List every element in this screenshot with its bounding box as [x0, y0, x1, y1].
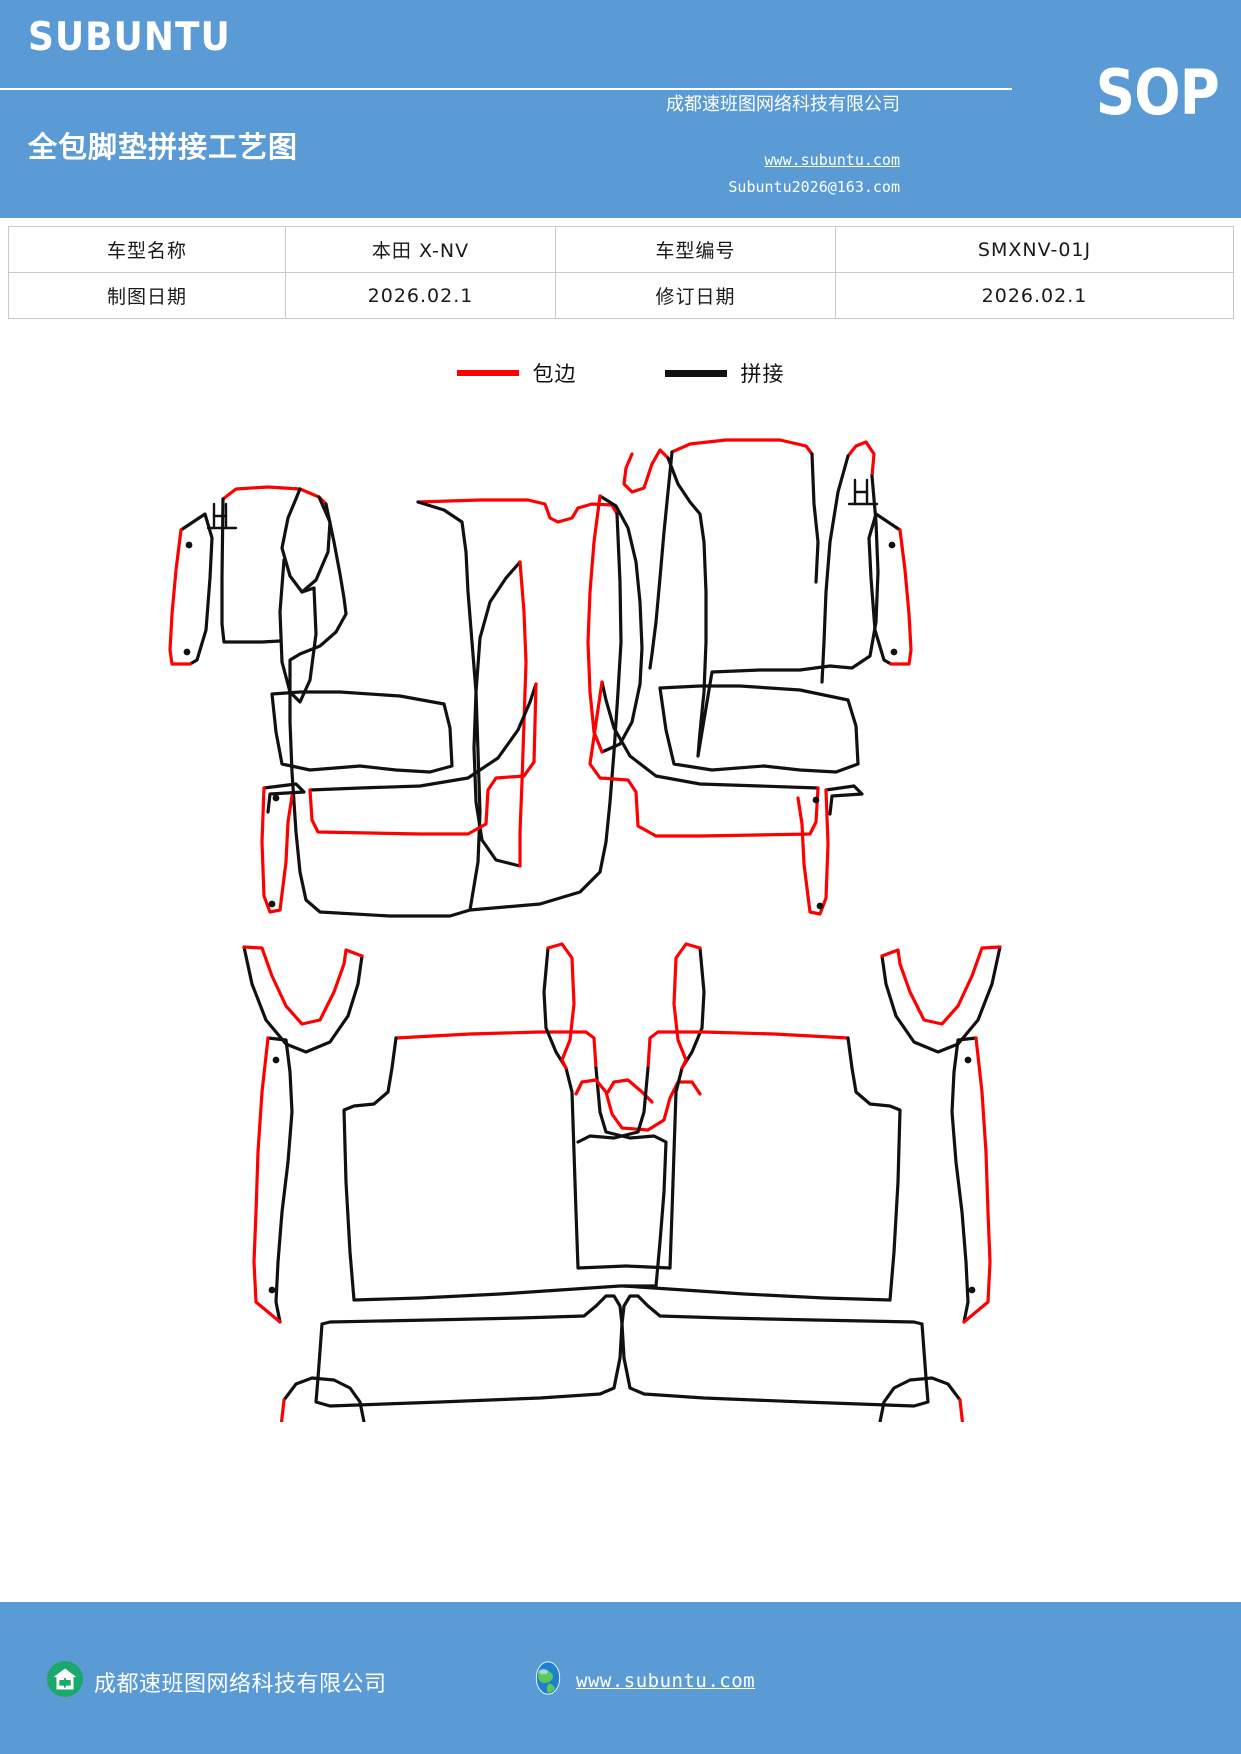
eyelet-hole — [968, 1286, 976, 1294]
vehicle-info-table: 车型名称 本田 X-NV 车型编号 SMXNV-01J 制图日期 2026.02… — [8, 226, 1234, 319]
sop-badge: SOP — [1095, 56, 1220, 129]
part-rear-right-arch-black — [880, 945, 1002, 1054]
part-right-bottom-bracket-red — [588, 680, 830, 916]
footer-company-block: 成都速班图网络科技有限公司 — [46, 1660, 387, 1703]
part-rear-left-side-red — [252, 1036, 282, 1324]
part-right-mid-vertical-red — [586, 494, 604, 754]
part-right-front-main-red — [622, 438, 876, 494]
eyelet-hole — [272, 794, 280, 802]
part-right-sill-strip-red — [889, 528, 913, 666]
part-left-bottom-bracket-black — [262, 682, 538, 814]
part-bottom-left-flap-black — [282, 1376, 366, 1422]
footer-website-block[interactable]: www.subuntu.com — [530, 1660, 755, 1701]
header-divider — [0, 88, 1012, 90]
part-center-tunnel-left-black — [542, 946, 628, 1270]
part-rear-right-arch-red — [880, 945, 1002, 1026]
eyelet-hole — [890, 648, 898, 656]
cell-revision-date-label: 修订日期 — [555, 272, 836, 319]
eyelet-hole — [185, 541, 193, 549]
part-right-bottom-bracket-black — [600, 680, 864, 816]
table-row: 车型名称 本田 X-NV 车型编号 SMXNV-01J — [8, 226, 1234, 273]
part-right-lower-band-black — [658, 684, 860, 774]
eyelet-hole — [183, 648, 191, 656]
part-left-mid-vertical-black — [472, 560, 522, 868]
part-center-tunnel-right-black — [624, 946, 706, 1270]
eyelet-hole — [268, 900, 276, 908]
part-rear-right-side-red — [962, 1036, 992, 1324]
part-rear-left-arch-red — [242, 945, 364, 1026]
legend-item-binding: 包边 — [456, 358, 577, 388]
eyelet-hole — [816, 902, 824, 910]
cell-model-name-value: 本田 X-NV — [285, 226, 556, 273]
part-left-sill-strip-black — [179, 512, 214, 666]
part-left-pedal-cutout-inner — [278, 558, 318, 704]
part-left-sill-strip-red — [168, 528, 192, 666]
part-left-pedal-cutout-outer — [280, 487, 332, 594]
black-line-icon — [664, 369, 727, 377]
part-bottom-left-flap-red — [279, 1398, 286, 1422]
page-footer: 成都速班图网络科技有限公司 www.subuntu.com — [0, 1602, 1241, 1754]
part-left-bottom-bracket-red — [260, 682, 538, 914]
red-line-icon — [456, 370, 519, 376]
cell-model-name-label: 车型名称 — [8, 226, 286, 273]
part-left-mid-vertical-red — [518, 560, 528, 868]
drawing-parts-group — [168, 438, 1002, 1422]
footer-company-name: 成都速班图网络科技有限公司 — [94, 1671, 387, 1697]
cell-revision-date-value: 2026.02.1 — [835, 272, 1234, 319]
page-header: SUBUNTU 全包脚垫拼接工艺图 成都速班图网络科技有限公司 www.subu… — [0, 0, 1241, 218]
stop-marker-right — [847, 478, 879, 506]
eyelet-hole — [888, 541, 896, 549]
eyelet-hole — [964, 1056, 972, 1064]
header-website-link[interactable]: www.subuntu.com — [764, 151, 900, 169]
part-right-mid-vertical-black — [598, 494, 644, 754]
part-left-lower-band-black — [270, 690, 454, 774]
part-rear-left-arch-black — [242, 945, 364, 1054]
page-title: 全包脚垫拼接工艺图 — [28, 130, 299, 164]
eyelet-hole — [812, 796, 820, 804]
floor-mat-pattern-drawing — [0, 392, 1241, 1422]
cell-draw-date-label: 制图日期 — [8, 272, 286, 319]
part-rear-left-mat-black — [342, 1036, 668, 1302]
part-center-tunnel-right-red — [672, 942, 702, 1070]
legend-item-seam: 拼接 — [664, 358, 785, 388]
footer-website-link[interactable]: www.subuntu.com — [576, 1669, 756, 1692]
part-bottom-right-flap-black — [878, 1376, 962, 1422]
part-rear-right-mat-red — [646, 1030, 850, 1070]
part-rear-left-side-black — [266, 1036, 294, 1324]
globe-icon — [530, 1660, 566, 1701]
drawing-legend: 包边 拼接 — [0, 358, 1241, 388]
header-company-name: 成都速班图网络科技有限公司 — [666, 94, 900, 115]
part-rear-right-side-black — [950, 1036, 978, 1324]
part-rear-left-mat-red — [394, 1030, 598, 1070]
eyelet-hole — [272, 1056, 280, 1064]
part-rear-right-mat-black — [576, 1036, 902, 1302]
house-icon — [46, 1660, 84, 1703]
part-center-tunnel-notch-red — [574, 1078, 702, 1132]
legend-label-seam: 拼接 — [740, 362, 785, 386]
part-left-front-main-black — [220, 497, 623, 918]
part-bottom-right-flap-red — [958, 1398, 965, 1422]
cell-model-code-value: SMXNV-01J — [835, 226, 1234, 273]
part-bottom-right-step-black — [620, 1294, 930, 1408]
part-right-front-main-black — [648, 450, 880, 758]
part-bottom-left-step-black — [314, 1294, 624, 1408]
part-left-front-main-red — [221, 485, 619, 524]
cell-draw-date-value: 2026.02.1 — [285, 272, 556, 319]
legend-label-binding: 包边 — [532, 362, 577, 386]
brand-logo-text: SUBUNTU — [28, 15, 231, 60]
part-center-tunnel-left-red — [546, 942, 654, 1104]
table-row: 制图日期 2026.02.1 修订日期 2026.02.1 — [8, 272, 1234, 319]
eyelet-hole — [268, 1286, 276, 1294]
header-email: Subuntu2026@163.com — [728, 178, 900, 196]
cell-model-code-label: 车型编号 — [555, 226, 836, 273]
